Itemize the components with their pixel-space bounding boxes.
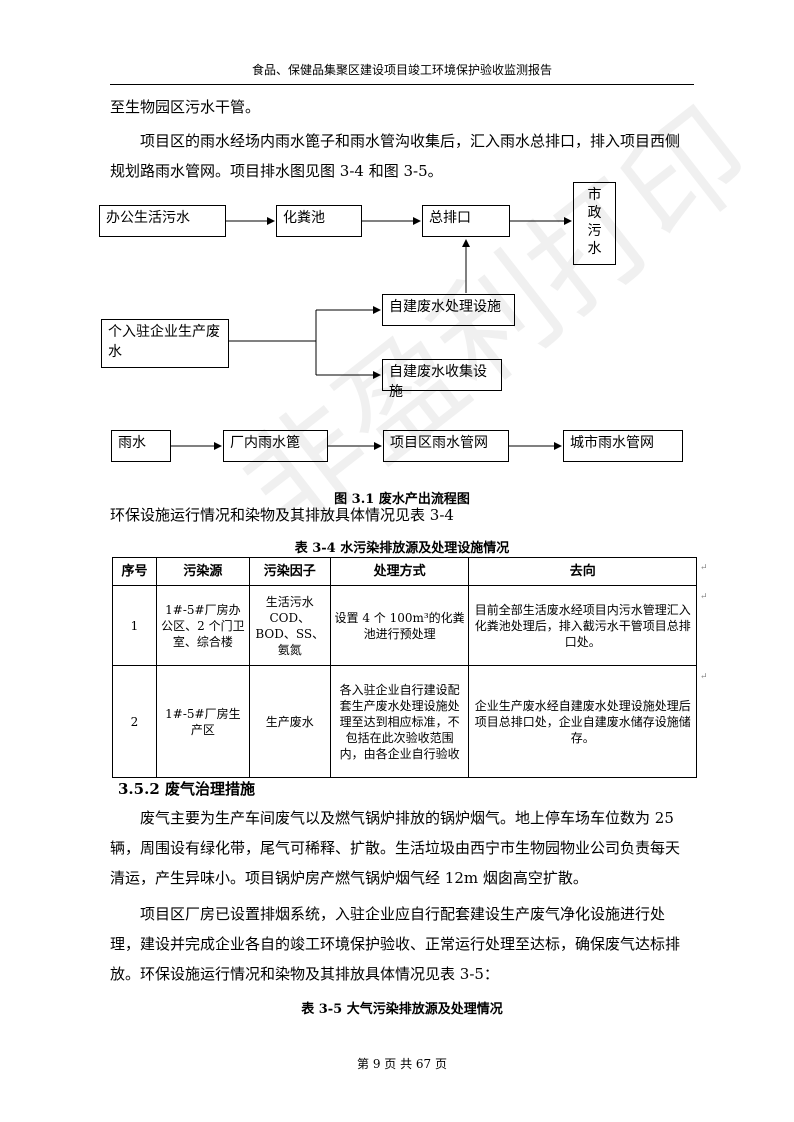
cell-method: 设置 4 个 100m³的化粪池进行预处理	[329, 585, 470, 666]
cell-destination: 目前全部生活废水经项目内污水管理汇入化粪池处理后，排入截污水干管项目总排口处。	[468, 585, 697, 666]
table2-caption: 表 3-5 大气污染排放源及处理情况	[301, 1002, 503, 1017]
paragraph-mark: ↵	[700, 672, 708, 682]
flow-box-plant-grate: 厂内雨水篦	[223, 430, 328, 462]
cell-factor: 生产废水	[248, 665, 331, 778]
table-caption: 表 3-4 水污染排放源及处理设施情况	[294, 541, 510, 556]
page-footer: 第 9 页 共 67 页	[357, 1057, 447, 1071]
flow-box-outlet: 总排口	[422, 205, 510, 237]
table-row: 1 1#-5#厂房办公区、2 个门卫室、综合楼 生活污水 COD、BOD、SS、…	[112, 585, 697, 666]
flow-box-treatment: 自建废水处理设施	[382, 294, 515, 326]
figure-caption: 图 3.1 废水产出流程图	[334, 492, 470, 507]
flow-box-rain: 雨水	[111, 430, 171, 462]
col-header-method: 处理方式	[329, 557, 470, 586]
flow-connectors	[171, 217, 572, 450]
paragraph-continuation: 至生物园区污水干管。	[110, 98, 261, 116]
flow-box-office: 办公生活污水	[99, 205, 226, 237]
paragraph-mark: ↵	[700, 563, 708, 573]
paragraph-exhaust: 废气主要为生产车间废气以及燃气锅炉排放的锅炉烟气。地上停车场车位数为 25 辆，…	[110, 809, 681, 887]
table-header-row: 序号 污染源 污染因子 处理方式 去向	[112, 557, 697, 586]
flow-box-enterprise: 个入驻企业生产废水	[101, 319, 229, 368]
cell-source: 1#-5#厂房生产区	[155, 665, 250, 778]
col-header-source: 污染源	[155, 557, 250, 586]
intro-line: 环保设施运行情况和染物及其排放具体情况见表 3-4	[110, 506, 454, 524]
paragraph-mark: ↵	[700, 592, 708, 602]
cell-source: 1#-5#厂房办公区、2 个门卫室、综合楼	[155, 585, 250, 666]
flow-box-septic: 化粪池	[276, 205, 362, 237]
paragraph-smoke-system: 项目区厂房已设置排烟系统，入驻企业应自行配套建设生产废气净化设施进行处理，建设并…	[110, 905, 681, 983]
cell-method: 各入驻企业自行建设配套生产废水处理设施处理至达到相应标准，不包括在此次验收范围内…	[329, 665, 470, 778]
header-rule	[110, 84, 694, 85]
col-header-destination: 去向	[468, 557, 697, 586]
section-title: 3.5.2 废气治理措施	[118, 780, 255, 798]
flow-box-city-pipe: 城市雨水管网	[563, 430, 683, 462]
col-header-index: 序号	[112, 557, 157, 586]
flow-box-project-pipe: 项目区雨水管网	[383, 430, 509, 462]
table-row: 2 1#-5#厂房生产区 生产废水 各入驻企业自行建设配套生产废水处理设施处理至…	[112, 665, 697, 778]
cell-index: 1	[112, 585, 157, 666]
cell-index: 2	[112, 665, 157, 778]
cell-destination: 企业生产废水经自建废水处理设施处理后项目总排口处，企业自建废水储存设施储存。	[468, 665, 697, 778]
flow-box-municipal: 市政污水	[573, 182, 616, 265]
cell-factor: 生活污水 COD、BOD、SS、氨氮	[248, 585, 331, 666]
col-header-factor: 污染因子	[248, 557, 331, 586]
wastewater-table: 序号 污染源 污染因子 处理方式 去向 1 1#-5#厂房办公区、2 个门卫室、…	[112, 557, 697, 778]
paragraph-rainwater: 项目区的雨水经场内雨水篦子和雨水管沟收集后，汇入雨水总排口，排入项目西侧规划路雨…	[110, 132, 681, 180]
flow-box-collection: 自建废水收集设施	[382, 359, 502, 400]
page-header: 食品、保健品集聚区建设项目竣工环境保护验收监测报告	[251, 63, 552, 77]
